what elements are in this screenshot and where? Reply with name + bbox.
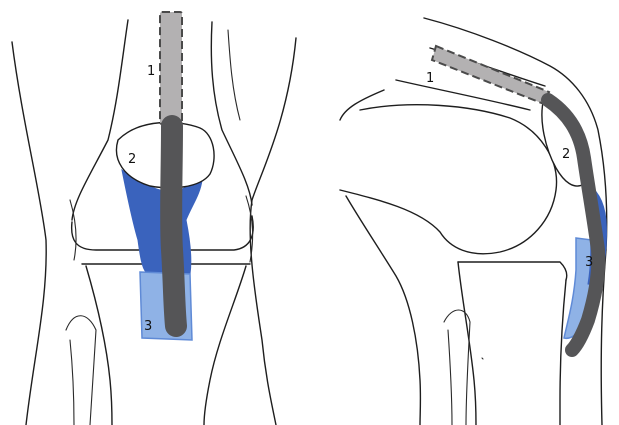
side-back-knee bbox=[346, 196, 420, 425]
side-fibula-inner bbox=[448, 330, 452, 425]
side-label-1: 1 bbox=[426, 71, 434, 86]
side-tibia-back bbox=[458, 262, 476, 425]
side-femur-condyle bbox=[340, 105, 557, 254]
side-structure-1 bbox=[432, 46, 549, 104]
front-femur-left bbox=[72, 20, 128, 220]
front-structure-1 bbox=[160, 12, 182, 124]
front-label-1: 1 bbox=[147, 64, 155, 79]
front-fibula-inner bbox=[70, 340, 74, 425]
front-tendon bbox=[171, 126, 176, 326]
front-tibia-right bbox=[204, 266, 246, 425]
front-meniscus-left bbox=[70, 200, 76, 260]
side-label-2: 2 bbox=[562, 147, 570, 162]
front-label-2: 2 bbox=[128, 152, 136, 167]
front-view: 1 2 3 bbox=[12, 12, 296, 425]
front-label-3: 3 bbox=[144, 319, 152, 334]
side-back-thigh bbox=[340, 90, 384, 120]
side-tibia-front bbox=[560, 280, 566, 425]
front-fibula bbox=[66, 316, 96, 425]
front-leg-outline-right bbox=[250, 38, 296, 425]
front-thigh-line bbox=[228, 30, 240, 120]
side-fibula bbox=[444, 310, 470, 425]
front-femur-right bbox=[211, 22, 252, 205]
side-tibia-plateau bbox=[458, 262, 567, 280]
side-label-3: 3 bbox=[585, 255, 593, 270]
side-view: 1 2 3 bbox=[340, 18, 607, 425]
side-dot bbox=[482, 358, 483, 359]
front-leg-outline-left bbox=[12, 42, 46, 425]
front-tibia-left bbox=[86, 266, 112, 425]
